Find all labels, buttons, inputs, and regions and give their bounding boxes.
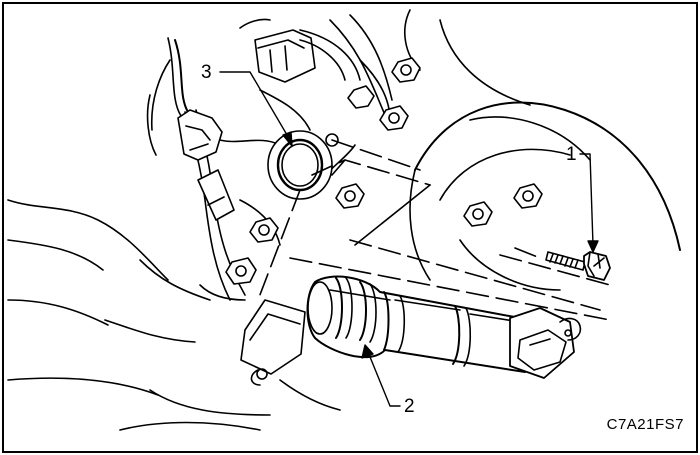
install-guide-solid: [331, 159, 431, 246]
install-guide-lines: [257, 139, 611, 321]
figure-code: C7A21FS7: [606, 416, 684, 433]
mounting-bolt: [545, 251, 611, 281]
upper-connector: [239, 18, 361, 83]
callout-label-3: 3: [201, 62, 212, 83]
callout-label-2: 2: [404, 396, 415, 417]
callout-leaders: [219, 71, 599, 407]
block-bolts: [225, 57, 421, 285]
bore-seal: [267, 130, 339, 200]
solenoid-valve: [306, 275, 582, 379]
timing-cover: [409, 101, 681, 291]
callout-label-1: 1: [566, 144, 577, 165]
lower-connector: [199, 284, 306, 386]
engine-block: [7, 9, 531, 431]
